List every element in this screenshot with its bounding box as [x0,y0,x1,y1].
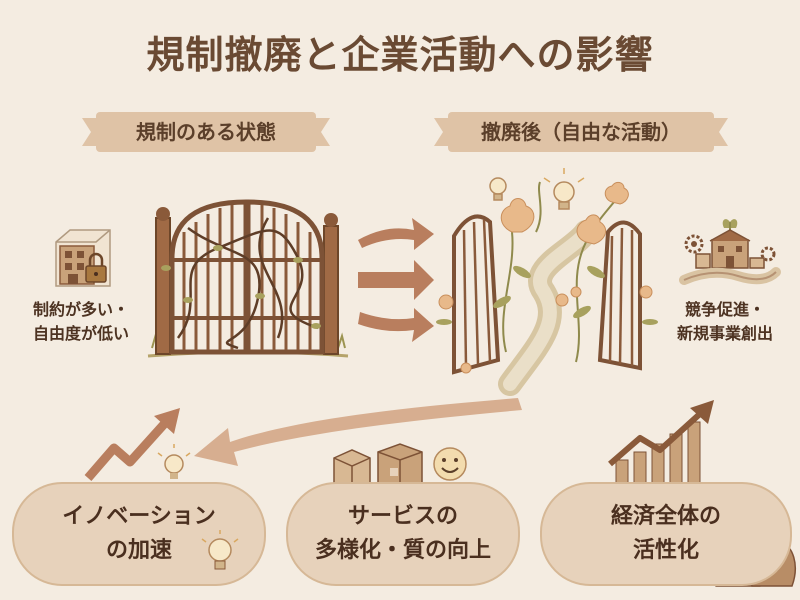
outcome-economy-line-1: 経済全体の [610,504,721,529]
growth-chart-icon [608,400,714,485]
outcome-innovation-line-2: の加速 [105,538,172,563]
outcome-service-line-2: 多様化・質の向上 [314,538,491,563]
outcome-economic-growth: 経済全体の 活性化 [540,482,792,586]
outcome-service-line-1: サービスの [347,504,458,529]
before-label-ribbon: 規制のある状態 [96,112,316,152]
promotion-note-line-1: 競争促進・ [684,300,765,319]
constraint-note-line-2: 自由度が低い [32,324,129,343]
constraint-note-line-1: 制約が多い・ [32,300,129,319]
curved-flow-arrow [194,398,522,466]
open-gate-illustration [436,168,658,396]
closed-gate-illustration [147,199,349,358]
after-label-ribbon: 撤廃後（自由な活動） [448,112,714,152]
constraint-note: 制約が多い・ 自由度が低い [16,298,146,346]
page-title: 規制撤廃と企業活動への影響 [146,33,654,77]
transition-arrows [358,218,434,342]
outcome-innovation-line-1: イノベーション [62,504,216,529]
lightbulb-icon [201,530,239,570]
outcome-economy-line-2: 活性化 [632,538,699,563]
promotion-note-line-2: 新規事業創出 [676,324,773,343]
growth-town-icon [679,219,781,285]
boxes-smile-icon [333,443,467,485]
locked-building-icon [55,229,111,287]
outcome-service-diversity: サービスの 多様化・質の向上 [286,482,520,586]
promotion-note: 競争促進・ 新規事業創出 [660,298,790,346]
rising-arrow-icon [84,408,191,481]
